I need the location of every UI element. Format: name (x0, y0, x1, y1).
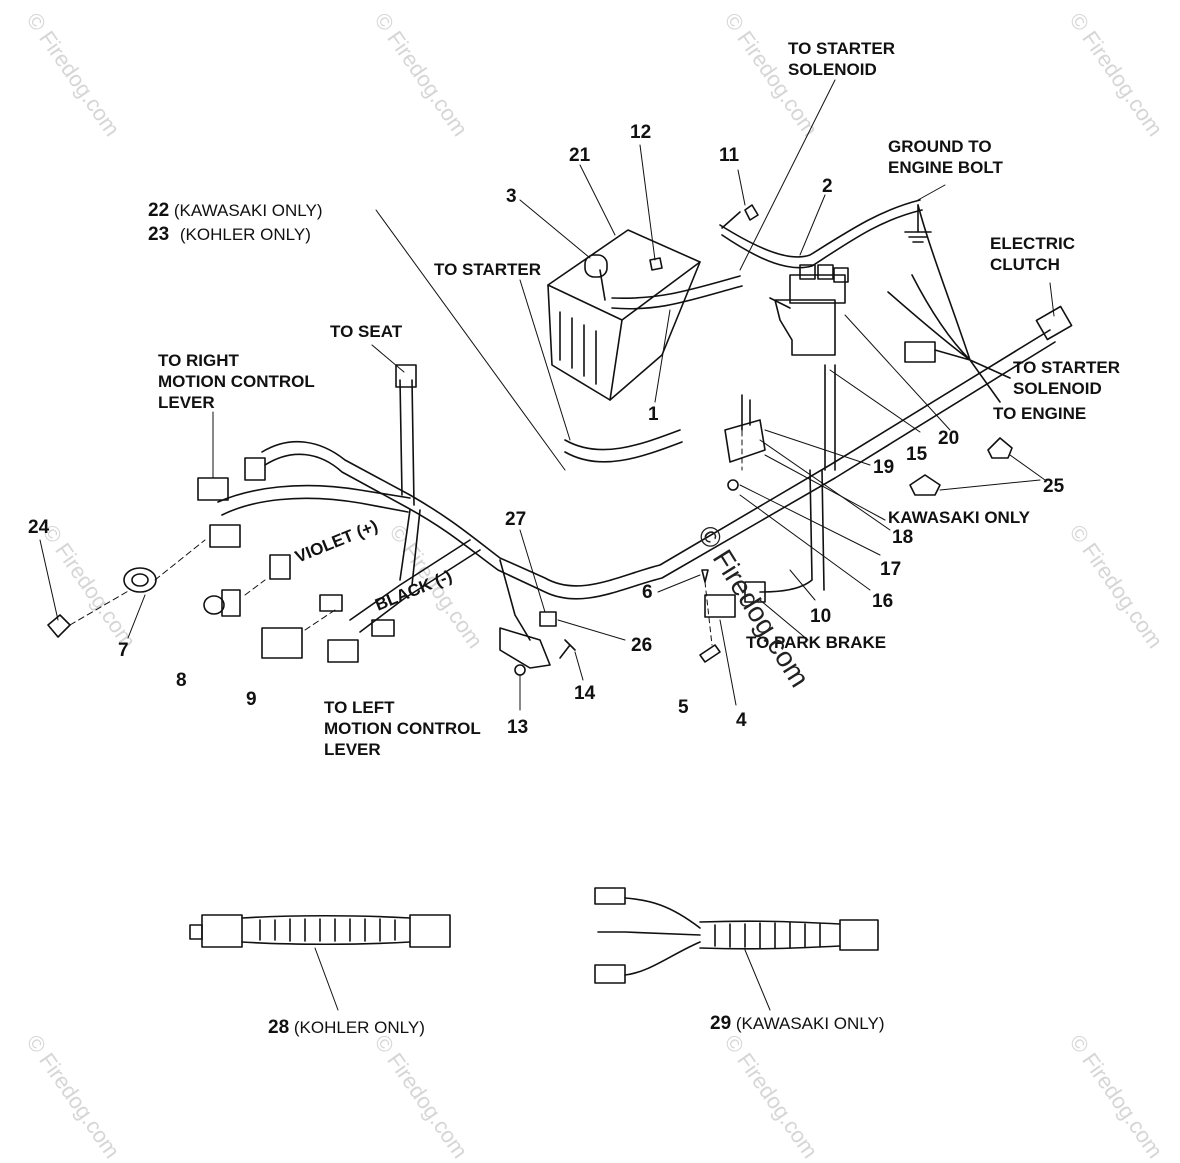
part-29: 29 (710, 1013, 732, 1034)
right-motion-line3: LEVER (158, 393, 215, 412)
part-11: 11 (719, 145, 740, 166)
seat-connector (395, 364, 417, 388)
part-19: 19 (873, 457, 895, 478)
part-26: 26 (631, 635, 653, 656)
ground-to-engine-bolt-label: GROUND TO ENGINE BOLT (888, 136, 1003, 178)
ground-line2: ENGINE BOLT (888, 158, 1003, 177)
ground-cable-2 (719, 199, 923, 269)
part-28-callout: 28 (KOHLER ONLY) (268, 1017, 425, 1038)
part-28-note: (KOHLER ONLY) (293, 1018, 425, 1037)
solenoid-right-line2: SOLENOID (1013, 379, 1102, 398)
connector-7 (209, 524, 241, 548)
harness-28 (189, 914, 451, 948)
engine-connector (904, 341, 936, 363)
part-18: 18 (892, 527, 914, 548)
to-engine-label: TO ENGINE (993, 404, 1087, 423)
part-23-callout: 23 (KOHLER ONLY) (148, 224, 311, 245)
kawasaki-only-label: KAWASAKI ONLY (888, 508, 1031, 527)
part-13: 13 (507, 717, 529, 738)
hour-meter-8 (203, 589, 241, 617)
part-17: 17 (880, 559, 902, 580)
part-21: 21 (569, 145, 591, 166)
left-motion-switch (327, 639, 359, 663)
ignition-switch-7 (123, 567, 157, 593)
part-22-callout: 22 (KAWASAKI ONLY) (148, 200, 323, 221)
key-24 (47, 614, 71, 638)
connector-plug (269, 554, 291, 580)
part-29-callout: 29 (KAWASAKI ONLY) (710, 1013, 885, 1034)
relay-block-20 (769, 264, 849, 356)
part-25: 25 (1043, 476, 1065, 497)
part-5: 5 (678, 697, 689, 718)
clutch-line1: ELECTRIC (990, 234, 1075, 253)
part-1: 1 (648, 404, 659, 425)
left-motion-line1: TO LEFT (324, 698, 395, 717)
to-starter-solenoid-top-line1: TO STARTER (788, 39, 896, 58)
part-28: 28 (268, 1017, 290, 1038)
to-starter-solenoid-top-line2: SOLENOID (788, 60, 877, 79)
part-16: 16 (872, 591, 894, 612)
part-23-note: (KOHLER ONLY) (179, 225, 311, 244)
part-8: 8 (176, 670, 187, 691)
battery (547, 229, 701, 401)
park-brake-switch-4 (704, 581, 766, 618)
to-seat-label: TO SEAT (330, 322, 403, 341)
electric-clutch-label: ELECTRIC CLUTCH (990, 233, 1075, 275)
main-harness (217, 329, 1056, 641)
black-connector (371, 619, 395, 637)
part-24: 24 (28, 517, 50, 538)
part-22-note: (KAWASAKI ONLY) (173, 201, 323, 220)
part-29-note: (KAWASAKI ONLY) (735, 1014, 885, 1033)
bolt-11 (721, 204, 759, 229)
screw-6 (701, 569, 709, 583)
screw-12 (649, 257, 663, 271)
to-right-motion-control-label: TO RIGHT MOTION CONTROL LEVER (158, 350, 315, 413)
part-22: 22 (148, 200, 170, 221)
electric-clutch-connector (1035, 305, 1073, 341)
to-park-brake-label: TO PARK BRAKE (746, 633, 887, 652)
solenoid-right-line1: TO STARTER (1013, 358, 1121, 377)
harness-29 (594, 887, 879, 984)
clip-25b (987, 437, 1013, 459)
engine-leads (887, 204, 1011, 403)
part-12: 12 (630, 122, 652, 143)
to-starter-label: TO STARTER (434, 260, 542, 279)
fuse-holder-9 (261, 627, 303, 659)
part-3: 3 (506, 186, 517, 207)
part-20: 20 (938, 428, 960, 449)
ground-line1: GROUND TO (888, 137, 992, 156)
part-2: 2 (822, 176, 833, 197)
left-motion-line2: MOTION CONTROL (324, 719, 481, 738)
part-6: 6 (642, 582, 653, 603)
right-motion-switch (197, 457, 266, 501)
part-15: 15 (906, 444, 928, 465)
starter-cable-22-23 (564, 429, 683, 463)
to-starter-solenoid-right-label: TO STARTER SOLENOID (1013, 357, 1120, 399)
part-23: 23 (148, 224, 170, 245)
part-27: 27 (505, 509, 527, 530)
part-4: 4 (736, 710, 747, 731)
part-7: 7 (118, 640, 129, 661)
bracket-assembly (499, 611, 576, 676)
battery-cable-1 (611, 275, 743, 310)
circuit-breaker (724, 394, 766, 491)
right-motion-line2: MOTION CONTROL (158, 372, 315, 391)
part-9: 9 (246, 689, 257, 710)
to-starter-solenoid-top-label: TO STARTER SOLENOID (788, 38, 895, 80)
right-motion-line1: TO RIGHT (158, 351, 239, 370)
bracket-5 (699, 644, 721, 663)
to-left-motion-control-label: TO LEFT MOTION CONTROL LEVER (324, 697, 481, 760)
left-motion-line3: LEVER (324, 740, 381, 759)
clutch-line2: CLUTCH (990, 255, 1060, 274)
part-14: 14 (574, 683, 596, 704)
clip-25a (909, 474, 941, 496)
part-10: 10 (810, 606, 832, 627)
violet-connector (319, 594, 343, 612)
